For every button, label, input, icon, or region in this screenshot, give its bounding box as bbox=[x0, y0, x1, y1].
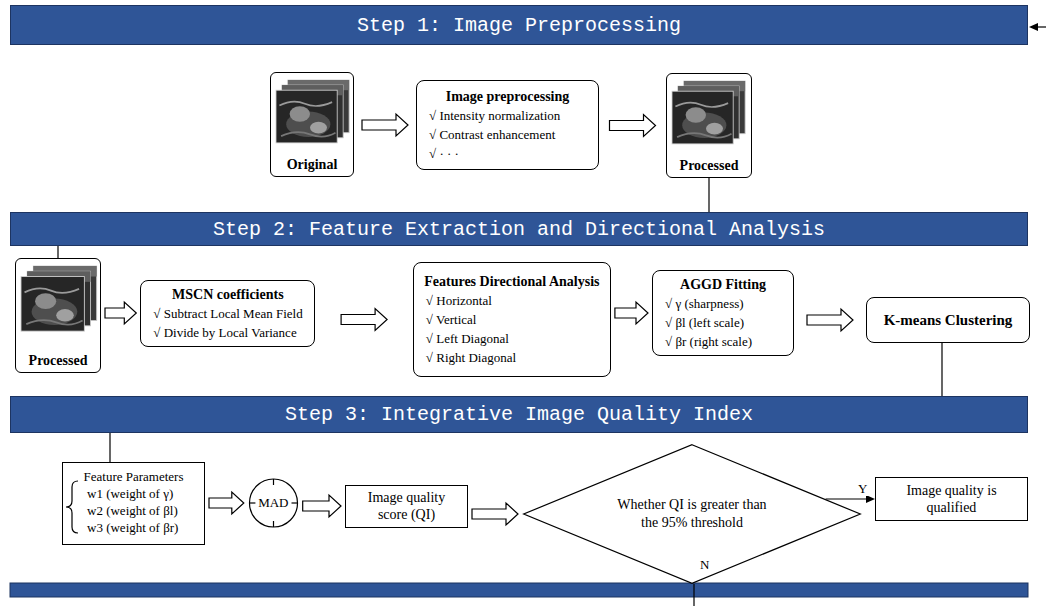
node-title: Processed bbox=[680, 158, 739, 174]
connector bbox=[610, 115, 656, 137]
connector bbox=[58, 246, 59, 258]
crosshair-tick bbox=[273, 479, 274, 485]
node-item: w2 (weight of βl) bbox=[69, 502, 178, 519]
node-title: Step 1: Image Preprocessing bbox=[357, 14, 681, 37]
footer-band bbox=[10, 583, 1028, 597]
process-box: AGGD Fitting√ γ (sharpness)√ βl (left sc… bbox=[652, 270, 794, 356]
connector bbox=[341, 309, 387, 331]
hollow-arrow bbox=[807, 309, 853, 331]
no-branch-line bbox=[693, 584, 694, 606]
image-stack bbox=[672, 81, 745, 144]
connector bbox=[105, 302, 136, 324]
score-box: Image quality score (QI) bbox=[345, 485, 468, 528]
process-box: K-means Clustering bbox=[866, 297, 1030, 343]
node-title: AGGD Fitting bbox=[680, 275, 766, 294]
node-title: Image preprocessing bbox=[446, 87, 570, 106]
process-box: Image preprocessing√ Intensity normaliza… bbox=[416, 80, 599, 170]
image-stack-box: Processed bbox=[15, 258, 101, 373]
node-title: Features Directional Analysis bbox=[424, 272, 599, 291]
connector-line bbox=[826, 498, 867, 499]
hollow-arrow bbox=[209, 492, 244, 514]
process-box: Features Directional Analysis√ Horizonta… bbox=[413, 262, 611, 377]
node-item: √ βl (left scale) bbox=[662, 313, 744, 332]
curly-brace bbox=[66, 481, 78, 533]
connector-line bbox=[941, 343, 942, 396]
decision-diamond: Whether QI is greater than the 95% thres… bbox=[522, 444, 862, 584]
node-item: √ γ (sharpness) bbox=[662, 294, 744, 313]
connector bbox=[209, 492, 244, 514]
arrowhead bbox=[866, 495, 875, 503]
connector bbox=[303, 495, 341, 517]
crosshair-tick bbox=[291, 502, 297, 503]
node-item: √ Right Diagonal bbox=[423, 348, 516, 367]
step-band: Step 2: Feature Extraction and Direction… bbox=[10, 212, 1028, 246]
edge-label: Y bbox=[857, 481, 868, 496]
node-item: √ Divide by Local Variance bbox=[150, 323, 296, 342]
parameter-box: Feature Parametersw1 (weight of γ)w2 (we… bbox=[62, 462, 205, 545]
connector bbox=[942, 343, 943, 396]
result-box: Image quality is qualified bbox=[875, 477, 1028, 521]
node-item: w3 (weight of βr) bbox=[69, 519, 178, 536]
crosshair-tick bbox=[273, 521, 274, 527]
branch-label: N bbox=[699, 557, 710, 572]
node-item: √ Intensity normalization bbox=[426, 106, 560, 125]
node-title: Processed bbox=[29, 353, 88, 369]
crosshair-tick bbox=[249, 502, 255, 503]
hollow-arrow bbox=[362, 114, 408, 136]
hollow-arrow bbox=[303, 495, 341, 517]
node-title: Image quality score (QI) bbox=[357, 489, 457, 524]
connector bbox=[472, 503, 518, 525]
circle-outline bbox=[249, 479, 297, 527]
node-item: √ Subtract Local Mean Field bbox=[150, 304, 302, 323]
connector-line bbox=[57, 246, 58, 258]
feedback-arrowhead bbox=[1029, 23, 1038, 31]
node-item: √ · · · bbox=[426, 144, 459, 163]
node-item: √ βr (right scale) bbox=[662, 332, 752, 351]
connector bbox=[615, 302, 648, 324]
mad-circle: MAD bbox=[248, 478, 299, 528]
node-title: Whether QI is greater than the 95% thres… bbox=[617, 496, 767, 532]
connector bbox=[362, 114, 408, 136]
node-item: √ Contrast enhancement bbox=[426, 125, 555, 144]
node-item: √ Vertical bbox=[423, 310, 477, 329]
node-title: Original bbox=[287, 157, 338, 173]
diamond-outline bbox=[524, 445, 861, 584]
image-stack-box: Processed bbox=[666, 73, 752, 178]
node-title: Image quality is qualified bbox=[889, 482, 1014, 517]
diamond-outline bbox=[522, 444, 862, 584]
connector-line bbox=[708, 178, 709, 212]
connector-line bbox=[109, 433, 110, 462]
feedback-line bbox=[1037, 26, 1046, 27]
process-box: MSCN coefficients√ Subtract Local Mean F… bbox=[140, 280, 315, 347]
node-title: Step 2: Feature Extraction and Direction… bbox=[213, 218, 825, 241]
hollow-arrow bbox=[105, 302, 136, 324]
node-title: Step 3: Integrative Image Quality Index bbox=[285, 403, 753, 426]
hollow-arrow bbox=[472, 503, 518, 525]
image-stack bbox=[276, 80, 349, 143]
step-band: Step 3: Integrative Image Quality Index bbox=[10, 396, 1028, 433]
hollow-arrow bbox=[341, 309, 387, 331]
node-title: K-means Clustering bbox=[884, 311, 1013, 330]
step-band: Step 1: Image Preprocessing bbox=[10, 5, 1028, 45]
connector bbox=[110, 433, 111, 462]
image-stack-box: Original bbox=[270, 72, 354, 177]
node-item: w1 (weight of γ) bbox=[69, 485, 173, 502]
connector bbox=[826, 495, 875, 503]
image-stack bbox=[21, 266, 97, 331]
node-item: √ Left Diagonal bbox=[423, 329, 509, 348]
node-title: Feature Parameters bbox=[84, 468, 184, 485]
hollow-arrow bbox=[615, 302, 648, 324]
hollow-arrow bbox=[610, 115, 656, 137]
node-item: √ Horizontal bbox=[423, 291, 492, 310]
node-title: MAD bbox=[258, 495, 288, 511]
connector bbox=[807, 309, 853, 331]
connector bbox=[709, 178, 710, 212]
node-title: MSCN coefficients bbox=[172, 285, 284, 304]
